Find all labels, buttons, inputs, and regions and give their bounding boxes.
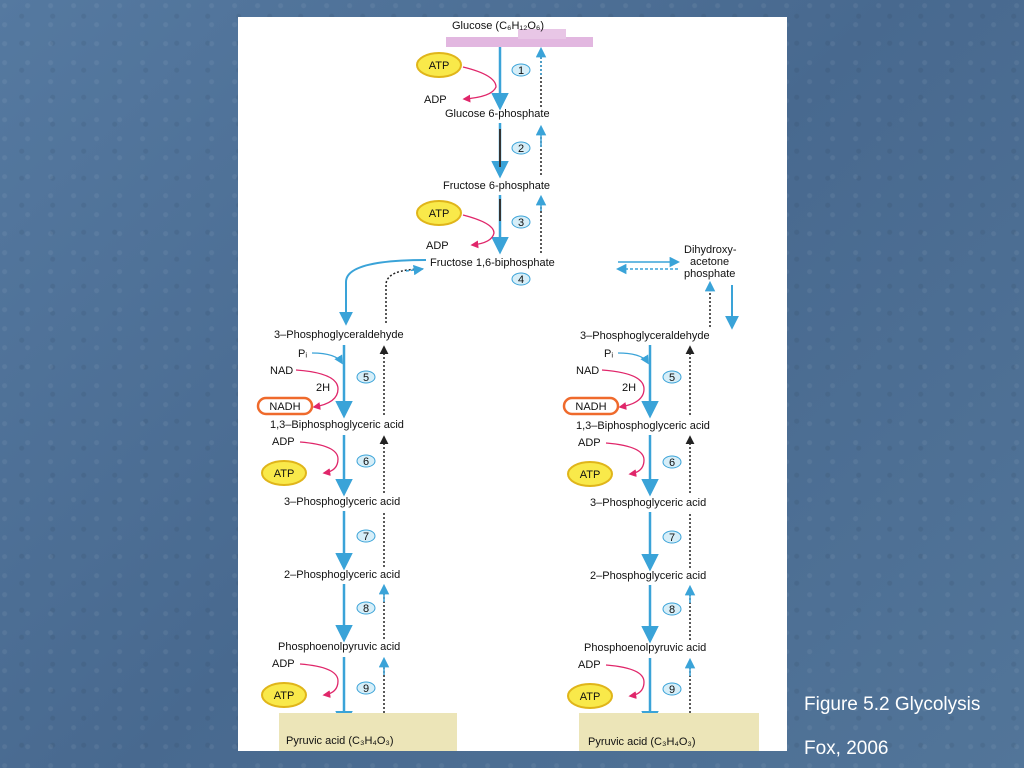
right-step-number-9: 9	[669, 684, 675, 696]
right-adp-label-step6: ADP	[578, 437, 601, 449]
glycolysis-figure: Glucose (C₆H₁₂O₆) ATP ADP 1 Glucose 6-ph…	[238, 17, 787, 751]
right-pyruvate-band	[579, 713, 759, 751]
right-atp-label-step9: ATP	[580, 691, 601, 703]
right-nad-curve	[601, 369, 645, 410]
left-atp-badge-step6	[261, 460, 307, 486]
left-atp-badge-step9	[261, 682, 307, 708]
right-pyruvate-label: Pyruvic acid (C₃H₄O₃)	[588, 736, 696, 748]
left-pep-label: Phosphoenolpyruvic acid	[278, 641, 400, 653]
fructose6p-label: Fructose 6-phosphate	[443, 180, 550, 192]
step-badge-1	[511, 63, 531, 77]
right-step-badge-9	[662, 682, 682, 696]
atp-adp-curve-step1	[462, 66, 497, 103]
left-step-number-8: 8	[363, 603, 369, 615]
right-pi-label: Pᵢ	[604, 348, 613, 360]
right-adp-curve-step6	[605, 442, 645, 477]
step-number-1: 1	[518, 65, 524, 77]
right-step-number-8: 8	[669, 604, 675, 616]
right-step-number-5: 5	[669, 372, 675, 384]
left-step-badge-8	[356, 601, 376, 615]
right-pi-arrow	[617, 352, 649, 365]
step-badge-4	[511, 272, 531, 286]
dhap-label-line2: acetone	[690, 256, 729, 268]
left-step-badge-9	[356, 681, 376, 695]
right-2pg-label: 2–Phosphoglyceric acid	[590, 570, 706, 582]
left-3pg-label: 3–Phosphoglyceric acid	[284, 496, 400, 508]
right-step-badge-6	[662, 455, 682, 469]
left-pyruvate-label: Pyruvic acid (C₃H₄O₃)	[286, 735, 394, 747]
left-branch: 3–Phosphoglyceraldehyde Pᵢ NAD 2H NADH 5…	[256, 329, 457, 751]
step-number-3: 3	[518, 217, 524, 229]
left-adp-curve-step6	[299, 441, 339, 476]
right-nad-label: NAD	[576, 365, 599, 377]
left-pi-arrow	[311, 352, 343, 365]
fructose16bp-label: Fructose 1,6-biphosphate	[430, 257, 555, 269]
atp-label-step3: ATP	[429, 208, 450, 220]
step-number-4: 4	[518, 274, 524, 286]
step-badge-2	[511, 141, 531, 155]
right-step-badge-7	[662, 530, 682, 544]
left-g3p-label: 3–Phosphoglyceraldehyde	[274, 329, 404, 341]
right-3pg-label: 3–Phosphoglyceric acid	[590, 497, 706, 509]
left-atp-label-step9: ATP	[274, 690, 295, 702]
atp-adp-curve-step3	[462, 214, 495, 249]
left-nad-label: NAD	[270, 365, 293, 377]
glucose-membrane-band	[446, 37, 593, 47]
right-2h-label: 2H	[622, 382, 636, 394]
right-atp-badge-step6	[567, 461, 613, 487]
left-step-number-5: 5	[363, 372, 369, 384]
left-step-number-6: 6	[363, 456, 369, 468]
left-step-badge-6	[356, 454, 376, 468]
right-step-badge-8	[662, 602, 682, 616]
left-2pg-label: 2–Phosphoglyceric acid	[284, 569, 400, 581]
atp-label-step1: ATP	[429, 60, 450, 72]
left-nadh-label: NADH	[269, 401, 300, 413]
figure-caption: Figure 5.2 Glycolysis	[804, 694, 981, 715]
right-bpg-label: 1,3–Biphosphoglyceric acid	[576, 420, 710, 432]
left-step-number-9: 9	[363, 683, 369, 695]
right-nadh-badge	[562, 396, 620, 416]
right-step-number-7: 7	[669, 532, 675, 544]
left-step-badge-5	[356, 370, 376, 384]
right-atp-label-step6: ATP	[580, 469, 601, 481]
adp-label-step1: ADP	[424, 94, 447, 106]
glycolysis-diagram: Glucose (C₆H₁₂O₆) ATP ADP 1 Glucose 6-ph…	[256, 20, 759, 751]
left-step-badge-7	[356, 529, 376, 543]
dhap-label-line1: Dihydroxy-	[684, 244, 737, 256]
left-pi-label: Pᵢ	[298, 348, 307, 360]
step-badge-3	[511, 215, 531, 229]
right-branch: 3–Phosphoglyceraldehyde Pᵢ NAD 2H NADH 5…	[562, 330, 759, 751]
right-atp-badge-step9	[567, 683, 613, 709]
dhap-label-line3: phosphate	[684, 268, 735, 280]
left-nad-curve	[295, 369, 339, 410]
adp-label-step3: ADP	[426, 240, 449, 252]
split-left-reverse-arrow	[385, 268, 425, 323]
left-bpg-label: 1,3–Biphosphoglyceric acid	[270, 419, 404, 431]
right-pep-label: Phosphoenolpyruvic acid	[584, 642, 706, 654]
atp-badge-step3	[416, 200, 462, 226]
split-left-arrow	[339, 259, 427, 326]
glucose-label: Glucose (C₆H₁₂O₆)	[452, 20, 544, 32]
right-adp-label-step9: ADP	[578, 659, 601, 671]
right-adp-curve-step9	[605, 664, 645, 699]
glucose-membrane-band-top	[518, 29, 566, 39]
right-nadh-label: NADH	[575, 401, 606, 413]
split-left-reverse-arrowhead	[405, 264, 425, 276]
right-step-number-6: 6	[669, 457, 675, 469]
step-number-2: 2	[518, 143, 524, 155]
figure-citation: Fox, 2006	[804, 738, 889, 759]
left-adp-label-step9: ADP	[272, 658, 295, 670]
glucose6p-label: Glucose 6-phosphate	[445, 108, 550, 120]
left-adp-label-step6: ADP	[272, 436, 295, 448]
left-pyruvate-band	[279, 713, 457, 751]
left-nadh-badge	[256, 396, 314, 416]
right-g3p-label: 3–Phosphoglyceraldehyde	[580, 330, 710, 342]
left-atp-label-step6: ATP	[274, 468, 295, 480]
left-step-number-7: 7	[363, 531, 369, 543]
left-adp-curve-step9	[299, 663, 339, 698]
atp-badge-step1	[416, 52, 462, 78]
left-2h-label: 2H	[316, 382, 330, 394]
right-step-badge-5	[662, 370, 682, 384]
